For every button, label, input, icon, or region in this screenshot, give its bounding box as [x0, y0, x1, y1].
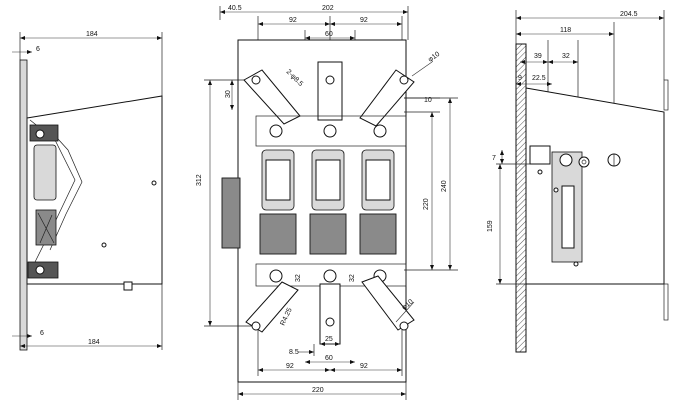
dim-184-top: 184 [86, 31, 98, 38]
dim-220-bottom: 220 [312, 387, 324, 394]
dim-8-5: 8.5 [289, 349, 299, 356]
dim-92-bottom-left: 92 [286, 363, 294, 370]
dim-204-5: 204.5 [620, 11, 638, 18]
dim-184-bottom: 184 [88, 339, 100, 346]
dim-32: 32 [562, 53, 570, 60]
dim-39: 39 [534, 53, 542, 60]
side-view-right: 204.5 118 39 32 9 22.5 7 [487, 10, 669, 353]
side-view-left: 184 6 6 184 [12, 31, 163, 351]
pole-right [359, 149, 397, 255]
dim-220-vert: 220 [423, 198, 430, 210]
dim-25: 25 [325, 336, 333, 343]
pole-left [259, 149, 297, 255]
dim-40-5: 40.5 [228, 5, 242, 12]
dim-6-top: 6 [36, 46, 40, 53]
dim-7: 7 [492, 155, 496, 162]
dim-22-5: 22.5 [532, 75, 546, 82]
dim-159: 159 [487, 220, 494, 232]
front-view: 40.5 202 92 92 60 30 312 30 2-φ8.5 φ1 [196, 5, 458, 400]
dim-30-vert: 30 [225, 90, 232, 98]
dim-312: 312 [196, 174, 203, 186]
dim-118: 118 [560, 27, 571, 34]
dim-10: 10 [424, 97, 432, 104]
dim-60-top: 60 [325, 31, 333, 38]
dim-6-bottom: 6 [40, 330, 44, 337]
dim-32-right: 32 [349, 274, 356, 282]
dim-32-left: 32 [295, 274, 302, 282]
dim-phi10-top: φ10 [427, 51, 441, 64]
dim-202: 202 [322, 5, 334, 12]
dim-92-top-right: 92 [360, 17, 368, 24]
dim-92-top-left: 92 [289, 17, 297, 24]
dim-60-bottom: 60 [325, 355, 333, 362]
pole-center [309, 149, 347, 255]
dim-92-bottom-right: 92 [360, 363, 368, 370]
dim-240: 240 [441, 180, 448, 192]
